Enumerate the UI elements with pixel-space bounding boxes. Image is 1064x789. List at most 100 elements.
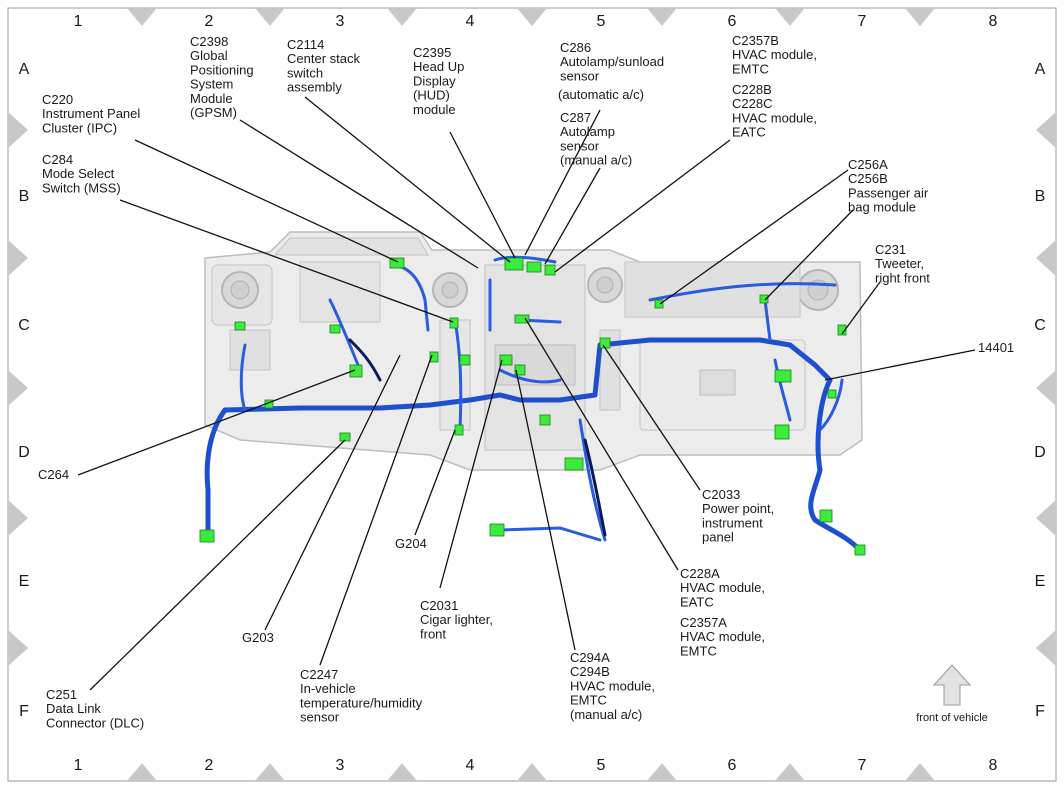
callout-line: Center stack xyxy=(287,51,360,66)
grid-column-label: 8 xyxy=(989,757,998,774)
callout-line: instrument xyxy=(702,515,763,530)
callout-line: C256A xyxy=(848,157,888,172)
grid-column-label: 3 xyxy=(336,757,345,774)
callout-line: HVAC module, xyxy=(570,678,655,693)
grid-column-label: 3 xyxy=(336,13,345,30)
grid-column-label: 6 xyxy=(728,13,737,30)
callout-g203: G203 xyxy=(242,630,274,645)
grid-row-label: E xyxy=(1035,573,1046,590)
callout-line: HVAC module, xyxy=(680,580,765,595)
grid-row-label: A xyxy=(19,61,30,78)
callout-line: Head Up xyxy=(413,59,464,74)
grid-row-label: D xyxy=(1034,444,1046,461)
callout-c264: C264 xyxy=(38,467,69,482)
callout-line: (automatic a/c) xyxy=(558,87,644,102)
callout-line: sensor xyxy=(560,68,600,83)
grid-row-label: F xyxy=(19,703,29,720)
grid-column-label: 1 xyxy=(74,757,83,774)
callout-line: panel xyxy=(702,530,734,545)
frame-marker xyxy=(647,8,677,26)
callout-line: C2395 xyxy=(413,45,451,60)
callout-line: HVAC module, xyxy=(732,110,817,125)
callout-line: C2031 xyxy=(420,598,458,613)
frame-marker xyxy=(1036,370,1056,406)
frame-marker xyxy=(1036,500,1056,536)
callout-line: G203 xyxy=(242,630,274,645)
callout-line: Data Link xyxy=(46,701,101,716)
callout-line: C286 xyxy=(560,40,591,55)
frame-marker xyxy=(1036,240,1056,276)
callout-line: Tweeter, xyxy=(875,256,924,271)
callout-line: Passenger air xyxy=(848,185,929,200)
frame-marker xyxy=(127,8,157,26)
callout-line: C231 xyxy=(875,242,906,257)
frame-markers xyxy=(8,8,1056,781)
callout-g204: G204 xyxy=(395,536,427,551)
grid-column-label: 7 xyxy=(858,13,867,30)
callout-line: Connector (DLC) xyxy=(46,715,144,730)
callout-line: bag module xyxy=(848,200,916,215)
grid-row-label: C xyxy=(18,317,30,334)
callout-line: Display xyxy=(413,73,456,88)
leader-lines xyxy=(77,96,976,691)
callout-line: (manual a/c) xyxy=(560,153,632,168)
callout-line: In-vehicle xyxy=(300,681,356,696)
frame-marker xyxy=(517,763,547,781)
callout-line: System xyxy=(190,77,233,92)
callout-line: C284 xyxy=(42,152,73,167)
callout-line: Autolamp/sunload xyxy=(560,54,664,69)
connectors xyxy=(199,257,866,556)
callout-line: Switch (MSS) xyxy=(42,180,121,195)
callout-n14401: 14401 xyxy=(978,340,1014,355)
callout-c286note: (automatic a/c) xyxy=(558,87,644,102)
grid-column-label: 2 xyxy=(205,757,214,774)
callout-line: Mode Select xyxy=(42,166,115,181)
frame-marker xyxy=(8,112,28,148)
callout-line: EATC xyxy=(732,125,766,140)
frame-marker xyxy=(775,8,805,26)
grid-row-label: C xyxy=(1034,317,1046,334)
callout-line: C2357A xyxy=(680,615,727,630)
frame-marker xyxy=(775,763,805,781)
grid-row-label: A xyxy=(1035,61,1046,78)
frame-marker xyxy=(1036,630,1056,666)
frame-marker xyxy=(8,630,28,666)
callout-line: sensor xyxy=(560,138,600,153)
callout-line: assembly xyxy=(287,80,342,95)
frame-marker xyxy=(647,763,677,781)
grid-row-label: D xyxy=(18,444,30,461)
callout-line: Cluster (IPC) xyxy=(42,120,117,135)
up-arrow-icon xyxy=(932,664,972,706)
callout-line: Autolamp xyxy=(560,124,615,139)
orientation-indicator: front of vehicle xyxy=(916,664,988,724)
callout-line: switch xyxy=(287,65,323,80)
grid-row-label: E xyxy=(19,573,30,590)
callout-line: (HUD) xyxy=(413,88,450,103)
callout-line: 14401 xyxy=(978,340,1014,355)
grid-column-label: 2 xyxy=(205,13,214,30)
callout-line: temperature/humidity xyxy=(300,695,423,710)
grid-row-label: F xyxy=(1035,703,1045,720)
frame-marker xyxy=(8,240,28,276)
callout-line: C294A xyxy=(570,650,610,665)
row-labels-left: A B C D E F xyxy=(18,61,30,720)
grid-row-label: B xyxy=(19,188,30,205)
orientation-label: front of vehicle xyxy=(916,712,988,724)
callout-line: C228A xyxy=(680,566,720,581)
frame-marker xyxy=(8,370,28,406)
